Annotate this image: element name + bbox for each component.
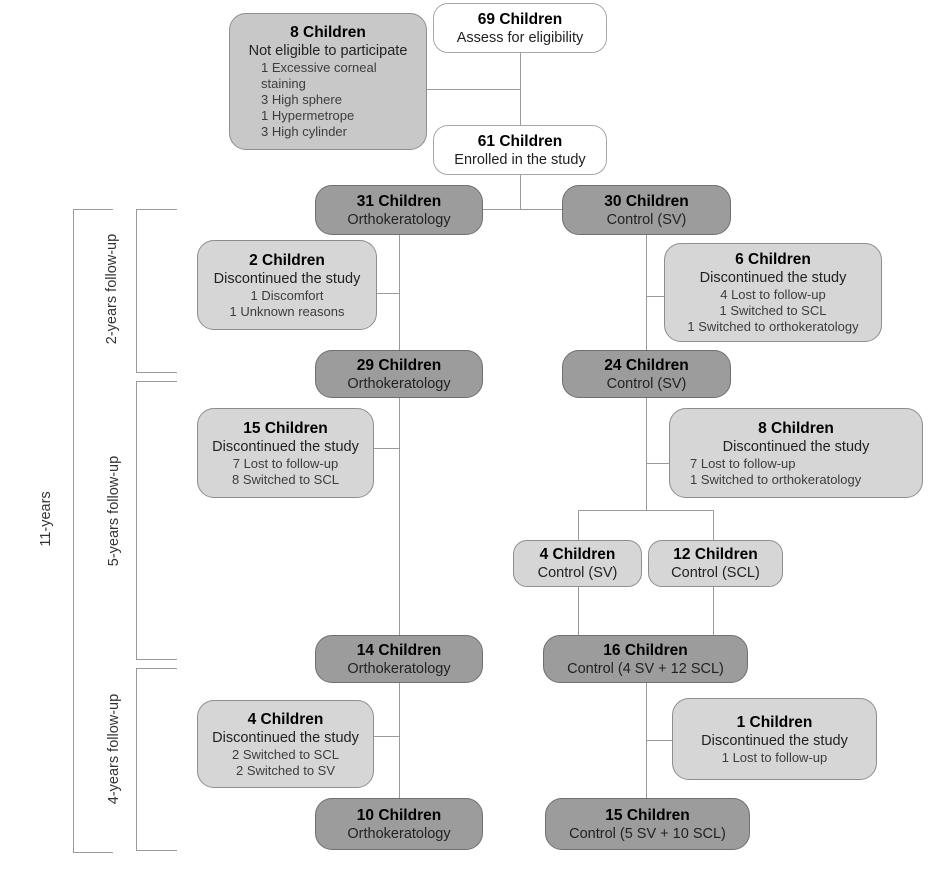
box-not-eligible-8: 8 Children Not eligible to participate 1… <box>229 13 427 150</box>
box-orthokeratology-14: 14 Children Orthokeratology <box>315 635 483 683</box>
box-title: 2 Children <box>249 251 325 269</box>
box-discontinued-1: 1 Children Discontinued the study 1 Lost… <box>672 698 877 780</box>
box-detail: 7 Lost to follow-up <box>232 455 339 471</box>
box-subtitle: Orthokeratology <box>347 211 451 228</box>
box-detail: 4 Lost to follow-up <box>720 287 826 302</box>
box-title: 1 Children <box>736 713 813 731</box>
box-detail: 1 Switched to orthokeratology <box>687 319 859 334</box>
bracket-11-years <box>73 209 113 853</box>
box-title: 61 Children <box>477 132 563 150</box>
box-subtitle: Discontinued the study <box>212 438 359 455</box>
box-detail: 3 High sphere <box>261 92 342 107</box>
box-title: 4 Children <box>539 546 616 563</box>
box-control-30: 30 Children Control (SV) <box>562 185 731 235</box>
box-subtitle: Control (SV) <box>606 211 687 228</box>
bracket-4-years <box>136 668 177 851</box>
box-subtitle: Orthokeratology <box>347 375 451 392</box>
box-title: 15 Children <box>243 419 328 437</box>
box-orthokeratology-29: 29 Children Orthokeratology <box>315 350 483 398</box>
box-title: 15 Children <box>605 806 690 824</box>
box-title: 30 Children <box>604 192 689 210</box>
box-assessed-69: 69 Children Assess for eligibility <box>433 3 607 53</box>
box-subtitle: Control (5 SV + 10 SCL) <box>569 825 726 842</box>
box-subtitle: Control (SV) <box>537 565 618 581</box>
box-title: 10 Children <box>356 806 442 824</box>
box-title: 8 Children <box>758 419 834 437</box>
box-subtitle: Discontinued the study <box>699 270 847 286</box>
timeline-label-2-years: 2-years follow-up <box>104 233 120 345</box>
box-subtitle: Discontinued the study <box>213 270 361 287</box>
box-subtitle: Control (SV) <box>606 375 687 392</box>
box-subtitle: Discontinued the study <box>212 729 359 746</box>
box-subtitle: Orthokeratology <box>347 825 451 842</box>
box-subtitle: Discontinued the study <box>722 438 870 455</box>
box-subtitle: Assess for eligibility <box>456 29 584 46</box>
box-subtitle: Enrolled in the study <box>454 151 586 168</box>
box-subtitle: Control (4 SV + 12 SCL) <box>567 660 724 677</box>
box-subtitle: Discontinued the study <box>701 732 848 749</box>
box-control-15: 15 Children Control (5 SV + 10 SCL) <box>545 798 750 850</box>
box-title: 14 Children <box>356 641 442 659</box>
box-subtitle: Not eligible to participate <box>248 43 408 59</box>
box-orthokeratology-31: 31 Children Orthokeratology <box>315 185 483 235</box>
box-title: 24 Children <box>604 356 689 374</box>
bracket-5-years <box>136 381 177 660</box>
box-title: 31 Children <box>356 192 442 210</box>
timeline-label-4-years: 4-years follow-up <box>106 693 122 805</box>
box-subtitle: Orthokeratology <box>347 660 451 677</box>
box-orthokeratology-10: 10 Children Orthokeratology <box>315 798 483 850</box>
box-title: 4 Children <box>247 710 324 728</box>
box-detail: 1 Lost to follow-up <box>721 749 828 765</box>
box-discontinued-8: 8 Children Discontinued the study 7 Lost… <box>669 408 923 498</box>
box-detail: 8 Switched to SCL <box>232 471 339 487</box>
box-detail: 2 Switched to SCL <box>232 746 339 762</box>
timeline-label-11-years: 11-years <box>38 491 54 547</box>
box-detail: 1 Switched to orthokeratology <box>690 471 862 487</box>
box-title: 6 Children <box>735 251 811 268</box>
box-discontinued-2: 2 Children Discontinued the study 1 Disc… <box>197 240 377 330</box>
box-title: 69 Children <box>477 10 563 28</box>
box-discontinued-4: 4 Children Discontinued the study 2 Swit… <box>197 700 374 788</box>
box-discontinued-15: 15 Children Discontinued the study 7 Los… <box>197 408 374 498</box>
timeline-label-5-years: 5-years follow-up <box>106 455 122 567</box>
box-detail: 1 Switched to SCL <box>719 303 827 318</box>
box-detail: 1 Discomfort <box>250 287 324 303</box>
box-detail: 1 Hypermetrope <box>261 108 355 123</box>
box-detail: 3 High cylinder <box>261 124 347 139</box>
box-detail: 2 Switched to SV <box>236 762 335 778</box>
box-control-16: 16 Children Control (4 SV + 12 SCL) <box>543 635 748 683</box>
box-detail: 1 Excessive corneal staining <box>261 60 377 91</box>
box-detail: 1 Unknown reasons <box>229 303 345 319</box>
box-control-24: 24 Children Control (SV) <box>562 350 731 398</box>
box-title: 29 Children <box>356 356 442 374</box>
box-enrolled-61: 61 Children Enrolled in the study <box>433 125 607 175</box>
box-control-scl-12: 12 Children Control (SCL) <box>648 540 783 587</box>
box-discontinued-6: 6 Children Discontinued the study 4 Lost… <box>664 243 882 342</box>
box-title: 8 Children <box>290 24 366 41</box>
box-subtitle: Control (SCL) <box>671 565 760 581</box>
box-control-sv-4: 4 Children Control (SV) <box>513 540 642 587</box>
bracket-2-years <box>136 209 177 373</box>
box-detail: 7 Lost to follow-up <box>690 455 796 471</box>
box-title: 16 Children <box>603 641 688 659</box>
box-title: 12 Children <box>673 546 758 563</box>
